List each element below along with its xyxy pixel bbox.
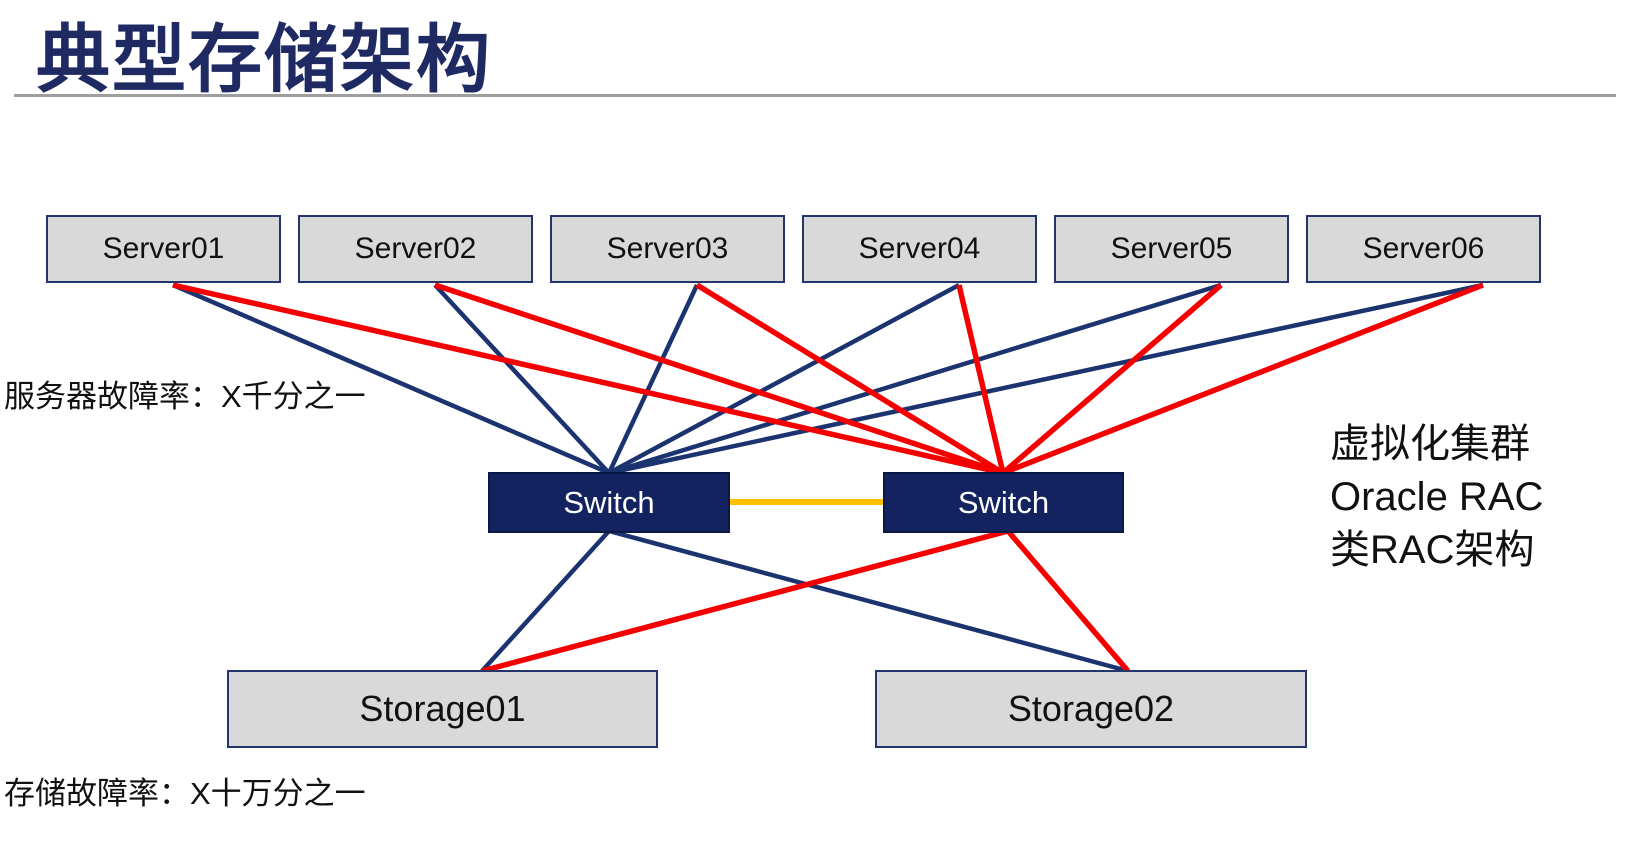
connection-server05-switchA (608, 282, 1222, 476)
connection-server04-switchA (607, 283, 961, 475)
storage02-node: Storage02 (875, 670, 1307, 748)
cluster-annotation: 虚拟化集群 Oracle RAC 类RAC架构 (1330, 418, 1543, 577)
server02-node: Server02 (298, 215, 533, 283)
server05-node: Server05 (1054, 215, 1289, 283)
page-title: 典型存储架构 (36, 18, 492, 101)
server04-node: Server04 (802, 215, 1037, 283)
server03-node: Server03 (550, 215, 785, 283)
connection-server05-switchB (1001, 282, 1223, 476)
connection-server01-switchB (172, 282, 1004, 476)
connection-server03-switchB (695, 282, 1005, 476)
connection-switchB-storage02 (1005, 529, 1131, 673)
connection-switchA-storage02 (608, 528, 1129, 674)
annotation-line-1: 虚拟化集群 (1330, 422, 1530, 466)
server-failure-rate-label: 服务器故障率：X千分之一 (4, 379, 366, 414)
switch-right-node: Switch (883, 472, 1124, 533)
server06-node: Server06 (1306, 215, 1541, 283)
connection-switchA-storage01 (480, 529, 611, 673)
switch-left-node: Switch (488, 472, 730, 533)
storage-failure-rate-label: 存储故障率：X十万分之一 (4, 776, 366, 811)
connection-server06-switchB (1001, 282, 1485, 476)
connection-server01-switchA (172, 282, 610, 476)
annotation-line-2: Oracle RAC (1330, 475, 1544, 519)
connection-server04-switchB (956, 284, 1006, 474)
connection-server02-switchA (433, 283, 611, 475)
storage01-node: Storage01 (227, 670, 658, 748)
connection-server06-switchA (608, 282, 1484, 476)
connection-server03-switchA (606, 284, 700, 474)
connection-server02-switchB (434, 282, 1004, 476)
annotation-line-3: 类RAC架构 (1330, 528, 1535, 572)
server01-node: Server01 (46, 215, 281, 283)
connection-switchB-storage01 (481, 528, 1009, 674)
title-divider (14, 94, 1616, 97)
